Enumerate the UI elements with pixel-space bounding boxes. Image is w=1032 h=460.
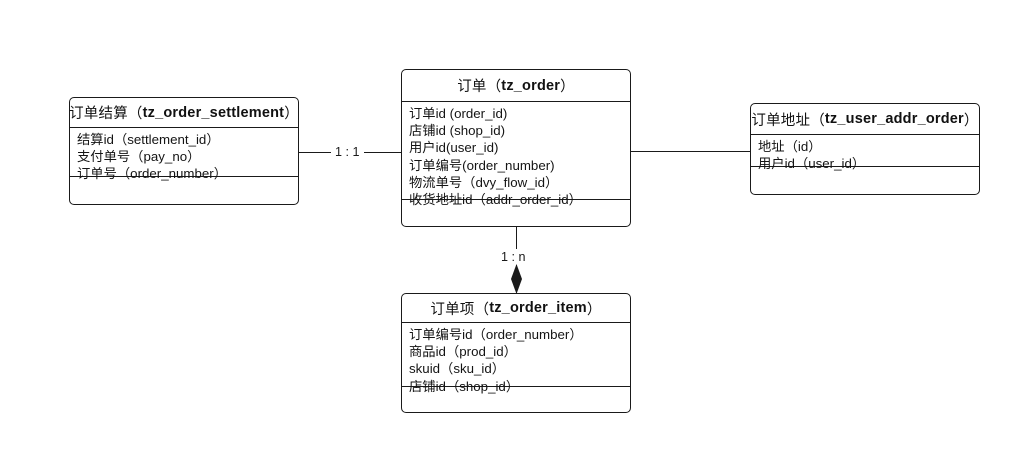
entity-order-settlement[interactable]: 订单结算（tz_order_settlement） 结算id（settlemen… bbox=[69, 97, 299, 205]
attribute-row: 订单编号(order_number) bbox=[409, 157, 555, 173]
attribute-row: 用户id（user_id） bbox=[758, 156, 866, 172]
attribute-row: 订单编号id（order_number） bbox=[409, 327, 583, 342]
entity-title-code: tz_user_addr_order bbox=[824, 111, 964, 127]
attribute-row: 商品id（prod_id） bbox=[409, 344, 517, 360]
entity-order[interactable]: 订单（tz_order） 订单id (order_id) 店铺id (shop_… bbox=[401, 69, 631, 227]
entity-title-paren-open: （ bbox=[810, 112, 825, 129]
attribute-row: 收货地址id（addr_order_id） bbox=[409, 192, 582, 208]
entity-order-settlement-attributes: 结算id（settlement_id） 支付单号（pay_no） 订单号（ord… bbox=[70, 128, 298, 181]
entity-title-paren-open: （ bbox=[127, 106, 143, 122]
attribute-row: skuid（sku_id） bbox=[409, 361, 506, 377]
attribute-row: 店铺id（shop_id） bbox=[409, 378, 520, 394]
entity-user-addr-order-header: 订单地址（tz_user_addr_order） bbox=[751, 104, 979, 135]
entity-order-attributes: 订单id (order_id) 店铺id (shop_id) 用户id(user… bbox=[402, 102, 630, 207]
entity-order-settlement-header: 订单结算（tz_order_settlement） bbox=[69, 98, 299, 128]
edge-order-address bbox=[630, 151, 751, 152]
entity-title-cn: 订单项 bbox=[430, 301, 475, 318]
attribute-row: 支付单号（pay_no） bbox=[77, 149, 201, 165]
entity-user-addr-order[interactable]: 订单地址（tz_user_addr_order） 地址（id） 用户id（use… bbox=[750, 103, 980, 195]
entity-title-code: tz_order_item bbox=[489, 300, 587, 316]
entity-title-paren-open: （ bbox=[474, 301, 490, 318]
entity-title-paren-open: （ bbox=[486, 79, 502, 95]
entity-title-paren-close: ） bbox=[586, 301, 602, 318]
attribute-row: 订单id (order_id) bbox=[409, 106, 508, 121]
entity-title-paren-close: ） bbox=[963, 112, 979, 129]
entity-title-code: tz_order_settlement bbox=[142, 104, 285, 121]
entity-user-addr-order-attributes: 地址（id） 用户id（user_id） bbox=[751, 135, 979, 171]
entity-title-cn: 订单结算 bbox=[69, 106, 128, 122]
edge-label-settlement-order: 1 : 1 bbox=[331, 144, 364, 160]
entity-order-header: 订单（tz_order） bbox=[402, 70, 630, 102]
attribute-row: 地址（id） bbox=[758, 139, 822, 154]
attribute-row: 用户id(user_id) bbox=[409, 140, 499, 156]
entity-title-cn: 订单地址 bbox=[751, 112, 811, 129]
attribute-row: 店铺id (shop_id) bbox=[409, 123, 506, 139]
entity-order-item[interactable]: 订单项（tz_order_item） 订单编号id（order_number） … bbox=[401, 293, 631, 413]
entity-order-item-header: 订单项（tz_order_item） bbox=[402, 294, 630, 323]
attribute-row: 物流单号（dvy_flow_id） bbox=[409, 174, 559, 190]
attribute-row: 订单号（order_number） bbox=[77, 166, 228, 182]
entity-title-code: tz_order bbox=[501, 77, 561, 94]
entity-title-paren-close: ） bbox=[560, 79, 575, 95]
entity-order-item-attributes: 订单编号id（order_number） 商品id（prod_id） skuid… bbox=[402, 323, 630, 394]
edge-label-order-item: 1 : n bbox=[497, 249, 530, 265]
entity-title-cn: 订单 bbox=[457, 79, 487, 95]
attribute-row: 结算id（settlement_id） bbox=[77, 132, 220, 147]
entity-title-paren-close: ） bbox=[284, 106, 299, 122]
